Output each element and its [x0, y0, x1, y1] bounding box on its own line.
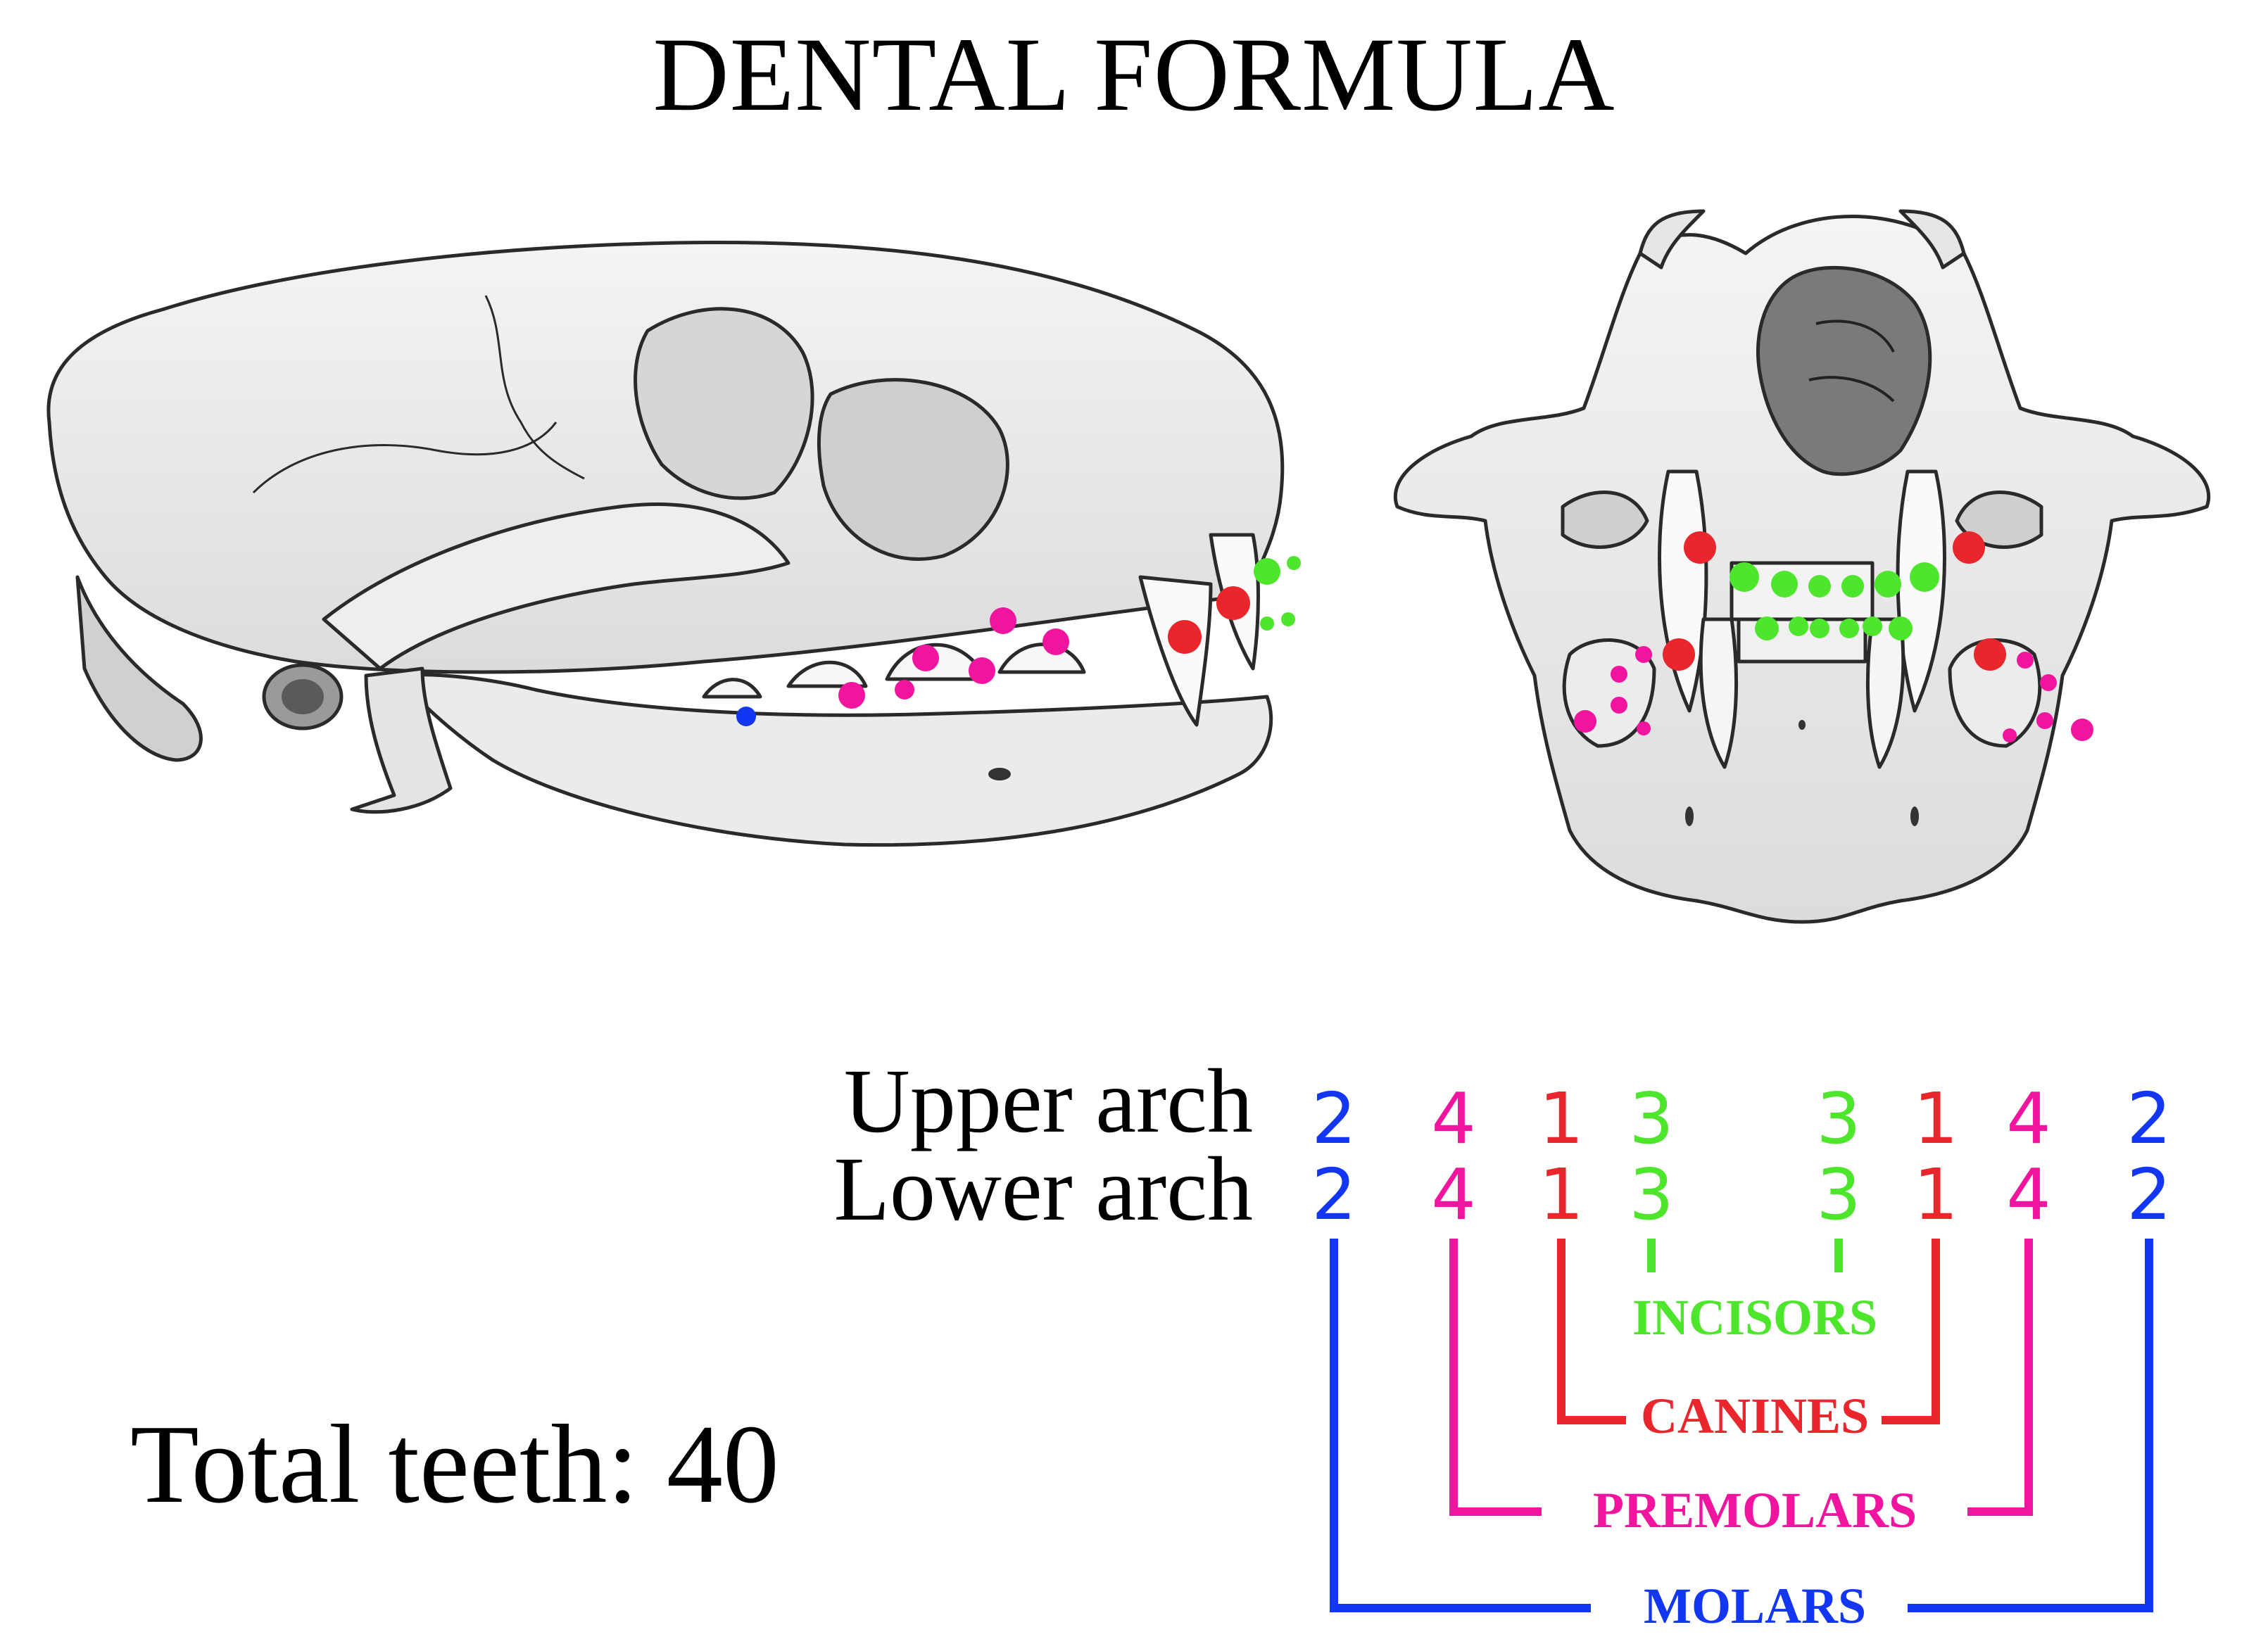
upper-molars-right: 2 — [2127, 1077, 2172, 1160]
upper-arch-label: Upper arch — [843, 1051, 1253, 1152]
lower-arch-label: Lower arch — [833, 1139, 1253, 1240]
frontal-skull — [1393, 209, 2211, 924]
formula-brackets — [1330, 1239, 2153, 1612]
upper-incisors-left: 3 — [1629, 1077, 1674, 1160]
upper-incisors-right: 3 — [1816, 1077, 1861, 1160]
upper-canines-right: 1 — [1913, 1077, 1958, 1160]
frontal-tooth-markers — [1574, 531, 2093, 742]
lower-premolars-right: 4 — [2006, 1153, 2051, 1236]
lower-incisors-right: 3 — [1816, 1153, 1861, 1236]
lower-premolars-left: 4 — [1431, 1153, 1476, 1236]
page-title: DENTAL FORMULA — [653, 16, 1615, 133]
lower-canines-right: 1 — [1913, 1153, 1958, 1236]
upper-premolars-right: 4 — [2006, 1077, 2051, 1160]
lower-molars-left: 2 — [1311, 1153, 1356, 1236]
total-teeth: Total teeth: 40 — [130, 1401, 779, 1526]
lower-incisors-left: 3 — [1629, 1153, 1674, 1236]
incisors-label: INCISORS — [1619, 1292, 1891, 1343]
upper-molars-left: 2 — [1311, 1077, 1356, 1160]
premolars-label: PREMOLARS — [1580, 1485, 1930, 1536]
lateral-skull — [46, 240, 1285, 847]
molars-label: MOLARS — [1630, 1581, 1879, 1631]
upper-canines-left: 1 — [1539, 1077, 1584, 1160]
lower-molars-right: 2 — [2127, 1153, 2172, 1236]
canines-label: CANINES — [1627, 1391, 1882, 1441]
lateral-tooth-markers — [736, 556, 1301, 726]
lower-canines-left: 1 — [1539, 1153, 1584, 1236]
upper-premolars-left: 4 — [1431, 1077, 1476, 1160]
